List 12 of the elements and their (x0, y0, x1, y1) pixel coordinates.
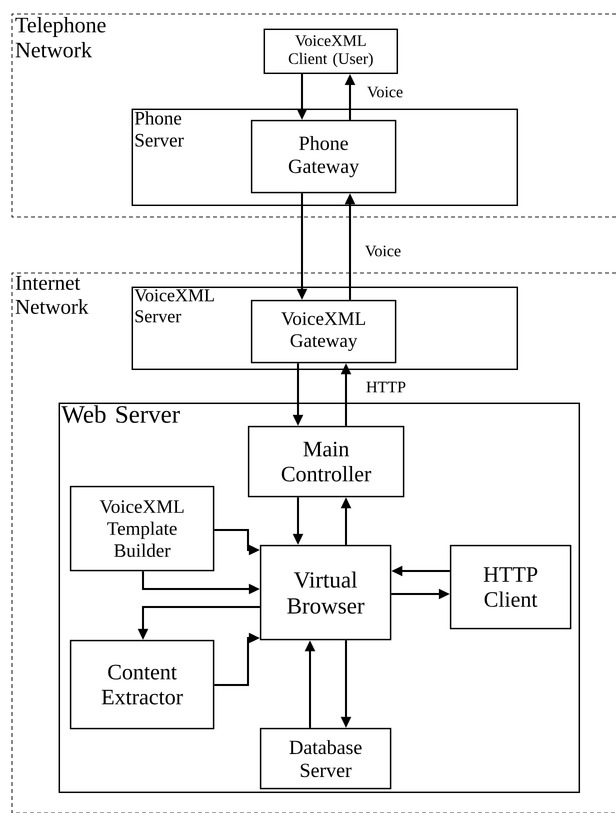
edge-label: Voice (365, 246, 401, 256)
edge-label: HTTP (366, 382, 406, 392)
process-box: VoiceXML Template Builder (70, 486, 214, 572)
process-box: Virtual Browser (260, 544, 392, 640)
process-box: HTTP Client (450, 544, 572, 630)
process-box: Phone Gateway (250, 120, 396, 194)
process-box: Content Extractor (70, 640, 214, 730)
process-box: VoiceXML Client (User) (264, 28, 398, 74)
process-box: Main Controller (248, 426, 404, 498)
edge-label: Voice (367, 86, 403, 98)
process-box: VoiceXML Gateway (250, 300, 396, 364)
process-box: Database Server (260, 728, 392, 790)
